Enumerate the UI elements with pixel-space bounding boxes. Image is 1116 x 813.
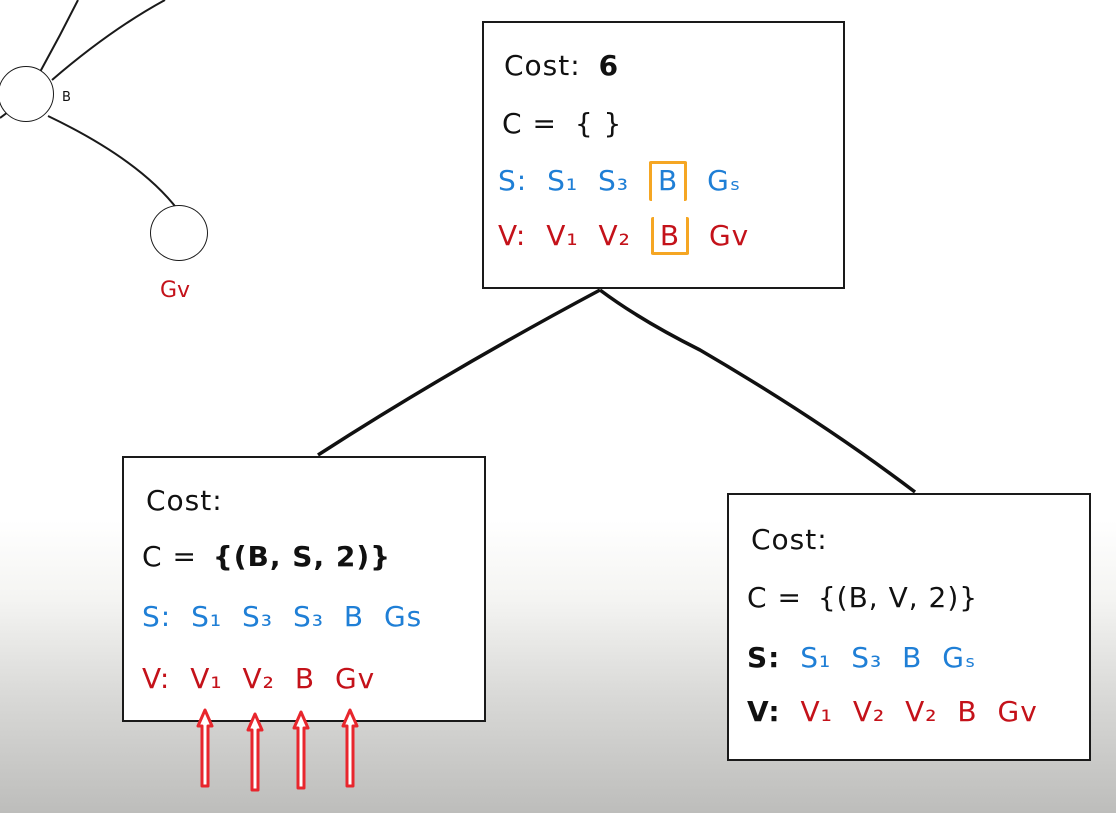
- left-v-token: Gv: [334, 662, 376, 695]
- right-v-token: B: [957, 695, 978, 728]
- root-v-token: V₁: [546, 219, 579, 252]
- root-s-token: Gₛ: [707, 164, 742, 197]
- right-v-token: V₂: [905, 695, 938, 728]
- graph-edge: [51, 0, 166, 81]
- root-v-label: V:: [498, 219, 527, 252]
- up-arrow-icon: [196, 708, 214, 788]
- graph-edge: [47, 115, 179, 211]
- right-v-token: V₁: [800, 695, 833, 728]
- root-v-token: V₂: [598, 219, 631, 252]
- left-s-row: S: S₁ S₃ S₃ B Gs: [142, 600, 432, 633]
- right-c-row: C = {(B, V, 2)}: [747, 581, 978, 614]
- left-cost-label: Cost:: [146, 484, 223, 517]
- right-cost-label: Cost:: [751, 523, 828, 556]
- root-cost-label: Cost:: [504, 49, 581, 82]
- root-cost-value: 6: [598, 49, 620, 82]
- root-c-value: { }: [574, 107, 623, 140]
- right-child-state-box: Cost: C = {(B, V, 2)} S: S₁ S₃ B Gₛ V: V…: [727, 493, 1091, 761]
- root-s-token: S₃: [598, 164, 630, 197]
- root-v-row: V: V₁ V₂ B Gv: [498, 217, 759, 255]
- root-c-label: C =: [502, 107, 557, 140]
- root-s-token-highlighted: B: [648, 161, 688, 201]
- left-s-label: S:: [142, 600, 172, 633]
- tree-edge-left: [317, 288, 601, 457]
- right-v-token: Gv: [997, 695, 1038, 728]
- right-cost-row: Cost:: [751, 523, 828, 556]
- right-s-token: S₃: [851, 641, 883, 674]
- root-v-token-highlighted: B: [650, 217, 690, 255]
- left-v-token: V₂: [242, 662, 275, 695]
- right-s-row: S: S₁ S₃ B Gₛ: [747, 641, 986, 674]
- left-v-label: V:: [142, 662, 171, 695]
- right-s-label: S:: [747, 641, 781, 674]
- left-cost-row: Cost:: [146, 484, 223, 517]
- left-s-token: S₁: [191, 600, 223, 633]
- left-c-row: C = {(B, S, 2)}: [142, 540, 391, 573]
- left-c-label: C =: [142, 540, 197, 573]
- left-v-row: V: V₁ V₂ B Gv: [142, 662, 385, 695]
- right-v-token: V₂: [852, 695, 886, 728]
- left-s-token: B: [343, 600, 365, 633]
- left-child-state-box: Cost: C = {(B, S, 2)} S: S₁ S₃ S₃ B Gs V…: [122, 456, 486, 722]
- up-arrow-icon: [246, 712, 264, 792]
- graph-node-b: [0, 66, 54, 122]
- left-c-value: {(B, S, 2)}: [212, 540, 392, 573]
- graph-node-gv-label: Gv: [160, 278, 191, 303]
- left-s-token: S₃: [292, 600, 324, 633]
- graph-node-b-label: B: [62, 90, 71, 105]
- tree-edge-right: [598, 288, 917, 494]
- left-v-token: B: [294, 662, 316, 695]
- root-s-token: S₁: [547, 164, 579, 197]
- graph-node-gv: [150, 205, 208, 261]
- root-state-box: Cost: 6 C = { } S: S₁ S₃ B Gₛ V: V₁ V₂ B…: [482, 21, 845, 289]
- right-v-row: V: V₁ V₂ V₂ B Gv: [747, 695, 1048, 728]
- graph-edge: [39, 0, 79, 73]
- up-arrow-icon: [341, 708, 359, 788]
- root-s-label: S:: [498, 164, 528, 197]
- right-s-token: Gₛ: [942, 641, 977, 674]
- up-arrow-icon: [292, 710, 310, 790]
- right-s-token: B: [902, 641, 923, 674]
- right-c-label: C =: [747, 581, 802, 614]
- root-v-token: Gv: [708, 219, 750, 252]
- right-c-value: {(B, V, 2)}: [817, 581, 979, 614]
- left-s-token: Gs: [383, 600, 423, 633]
- root-cost-row: Cost: 6: [504, 49, 619, 82]
- left-v-token: V₁: [190, 662, 223, 695]
- root-c-row: C = { }: [502, 107, 622, 140]
- right-v-label: V:: [747, 695, 781, 728]
- left-s-token: S₃: [242, 600, 274, 633]
- right-s-token: S₁: [800, 641, 832, 674]
- root-s-row: S: S₁ S₃ B Gₛ: [498, 161, 751, 201]
